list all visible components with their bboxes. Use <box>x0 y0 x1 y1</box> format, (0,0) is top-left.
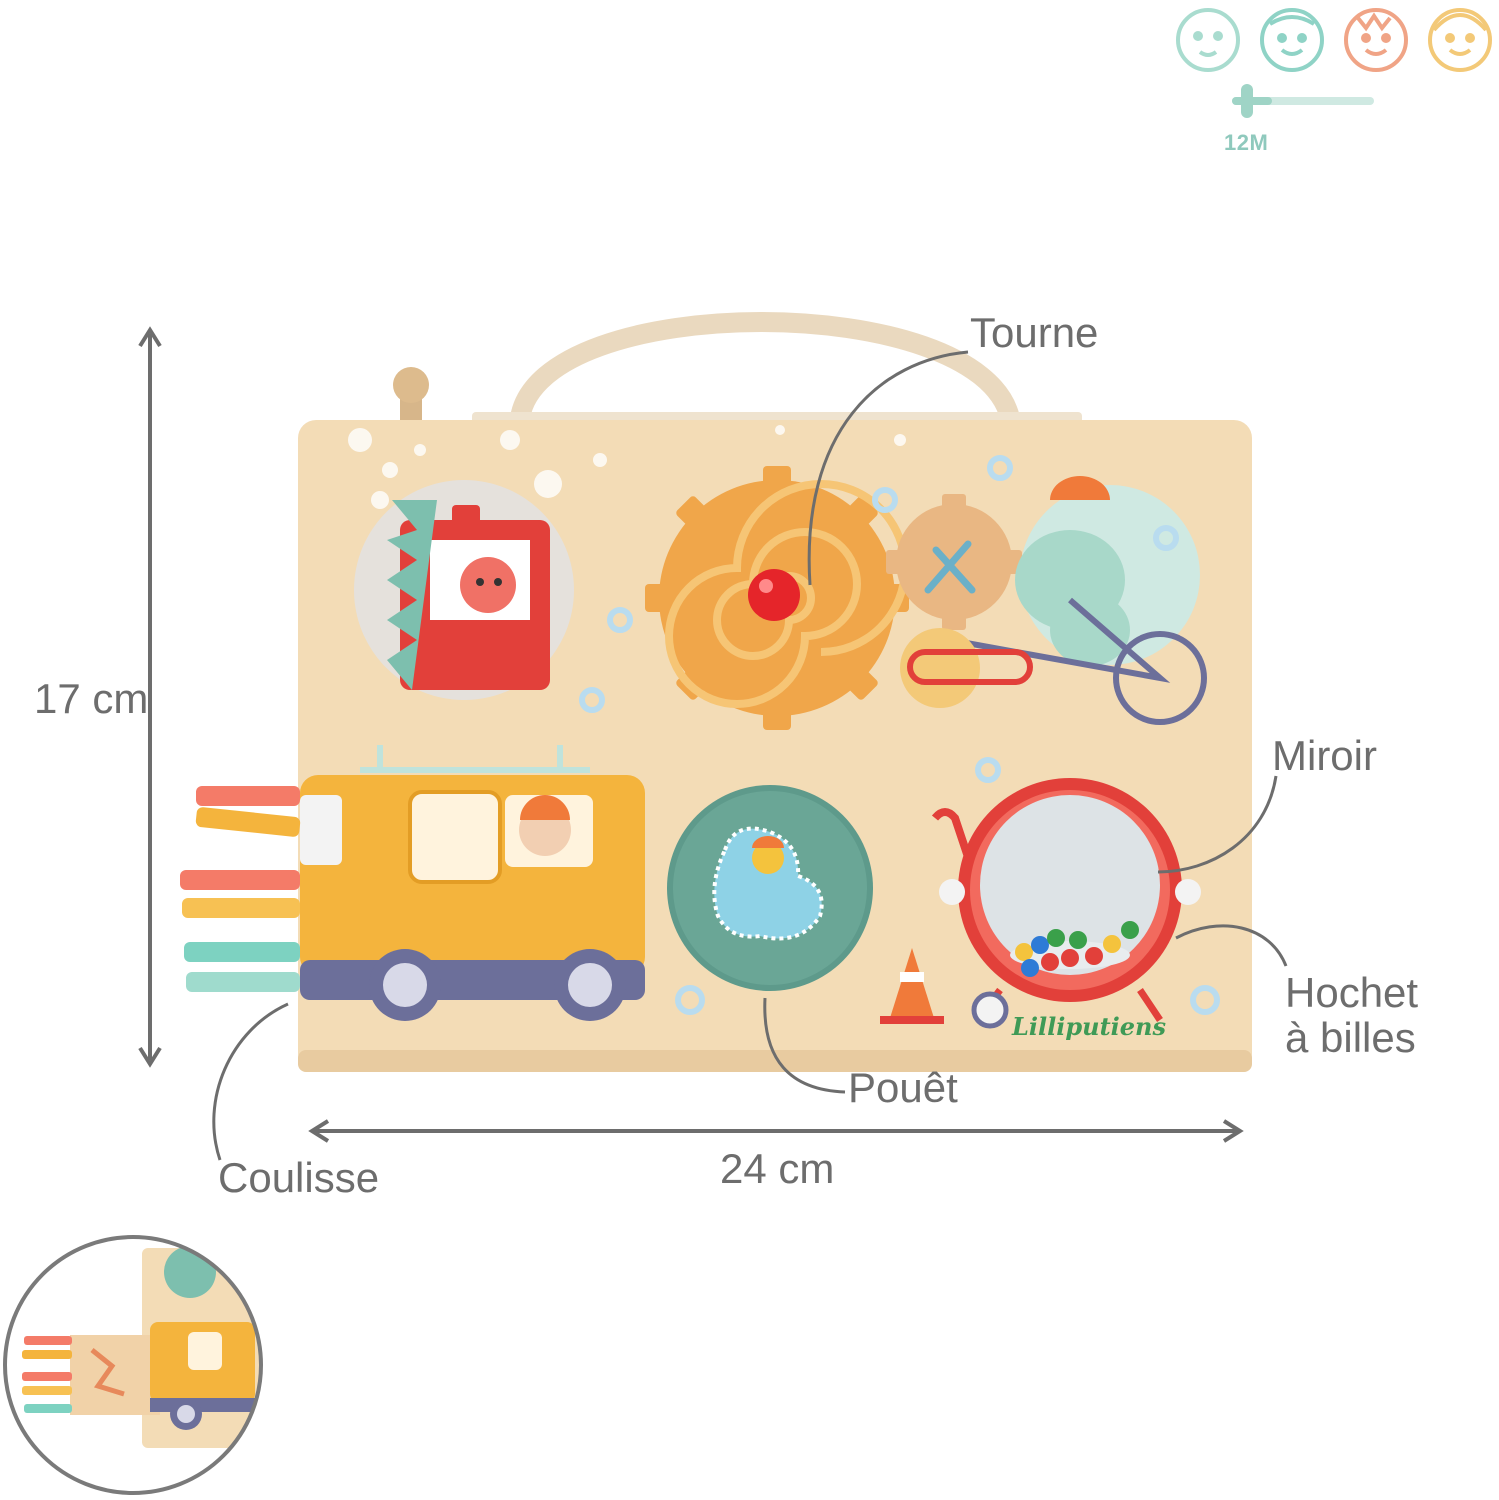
toddler-face-icon <box>1260 8 1324 72</box>
callout-coulisse <box>212 1002 289 1161</box>
feature-label-coulisse: Coulisse <box>218 1154 380 1201</box>
feature-label-hochet-line1: Hochet <box>1285 969 1419 1016</box>
age-indicator <box>1176 8 1492 118</box>
callout-lines <box>212 350 1288 1161</box>
callout-miroir <box>1157 775 1278 874</box>
ribbon-tassels[interactable] <box>180 786 301 992</box>
rattle-beads <box>1015 921 1139 977</box>
feature-label-tourne: Tourne <box>970 309 1099 356</box>
kid-face-icon <box>1428 8 1492 72</box>
age-slider-handle <box>1241 84 1253 118</box>
wooden-peg <box>393 367 429 426</box>
red-knob[interactable] <box>748 569 800 621</box>
width-dimension-line <box>308 1119 1244 1143</box>
child-face-icon <box>1344 8 1408 72</box>
slide-detail-thumbnail <box>3 1235 263 1495</box>
tools-gear[interactable] <box>886 494 1022 630</box>
yellow-truck-slider[interactable] <box>300 745 645 1021</box>
height-dimension-line <box>138 326 162 1068</box>
width-label: 24 cm <box>720 1145 835 1192</box>
traffic-cone-illustration <box>880 948 944 1024</box>
mirror-rattle[interactable] <box>931 778 1201 1029</box>
feature-label-hochet: Hochet à billes <box>1285 970 1418 1061</box>
rhino-cyclist-illustration <box>900 476 1207 725</box>
feature-label-hochet-line2: à billes <box>1285 1014 1416 1062</box>
callout-hochet <box>1175 924 1288 967</box>
callout-pouet <box>763 997 846 1094</box>
feature-label-miroir: Miroir <box>1272 732 1377 779</box>
decor-gears <box>579 455 1220 1015</box>
squeaker-pad[interactable] <box>667 785 873 991</box>
baby-face-icon <box>1176 8 1240 72</box>
mirror <box>980 795 1160 975</box>
callout-tourne <box>807 350 969 586</box>
brand-logo: Lilliputiens <box>1012 1012 1167 1041</box>
fire-truck-window <box>354 480 574 700</box>
decor-bubbles <box>348 425 906 509</box>
height-label: 17 cm <box>34 675 149 722</box>
age-label: 12M <box>1224 130 1269 155</box>
feature-label-pouet: Pouêt <box>848 1064 958 1111</box>
spiral-gear[interactable] <box>645 466 909 730</box>
